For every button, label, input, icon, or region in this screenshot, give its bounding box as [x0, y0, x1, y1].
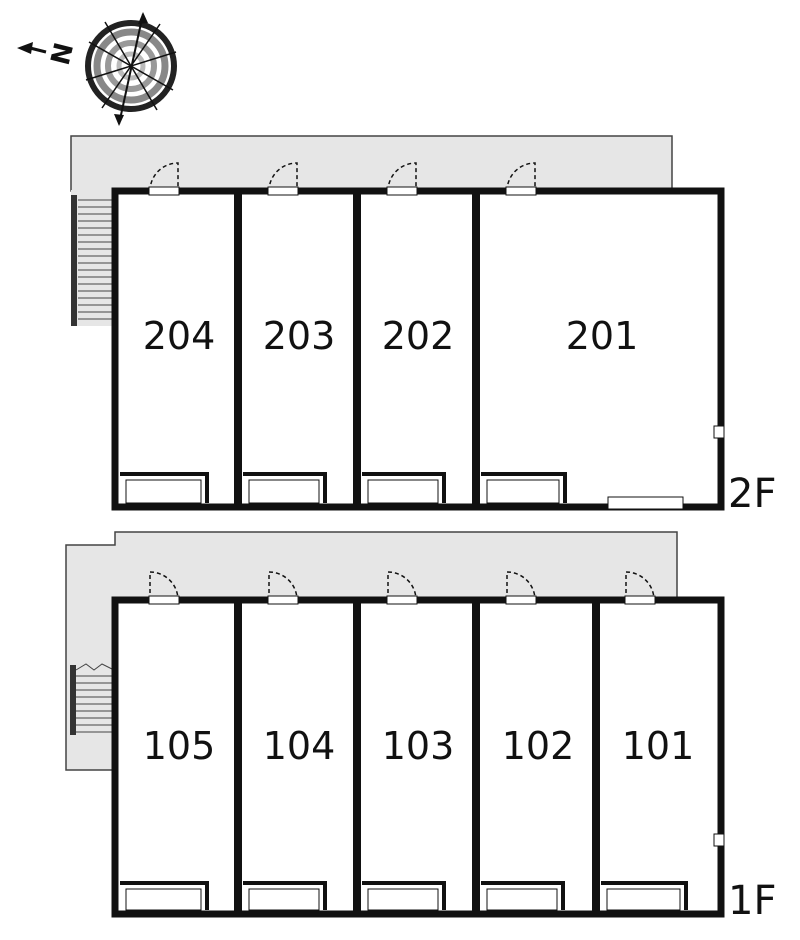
- staircase-1f: [70, 663, 115, 735]
- unit-204: 204: [143, 314, 216, 358]
- staircase-2f: [71, 190, 115, 326]
- unit-202: 202: [382, 314, 455, 358]
- floor-1f: 105 104 103 102 101 1F: [65, 531, 776, 924]
- compass-arrow-icon: [17, 42, 33, 54]
- corridor-2f: [70, 135, 673, 192]
- door-icons-2f: [149, 162, 536, 192]
- compass-letter: N: [46, 40, 80, 68]
- unit-105: 105: [143, 724, 216, 768]
- north-arrow-icon: [85, 12, 177, 126]
- unit-104: 104: [263, 724, 336, 768]
- floor-label-2f: 2F: [728, 471, 776, 517]
- unit-102: 102: [502, 724, 575, 768]
- floor-label-1f: 1F: [728, 878, 776, 924]
- unit-203: 203: [263, 314, 336, 358]
- unit-201: 201: [566, 314, 639, 358]
- floor-2f: 204 203 202 201 2F: [70, 135, 776, 517]
- door-icons-1f: [149, 571, 655, 601]
- unit-101: 101: [622, 724, 695, 768]
- compass: N: [17, 12, 177, 126]
- unit-103: 103: [382, 724, 455, 768]
